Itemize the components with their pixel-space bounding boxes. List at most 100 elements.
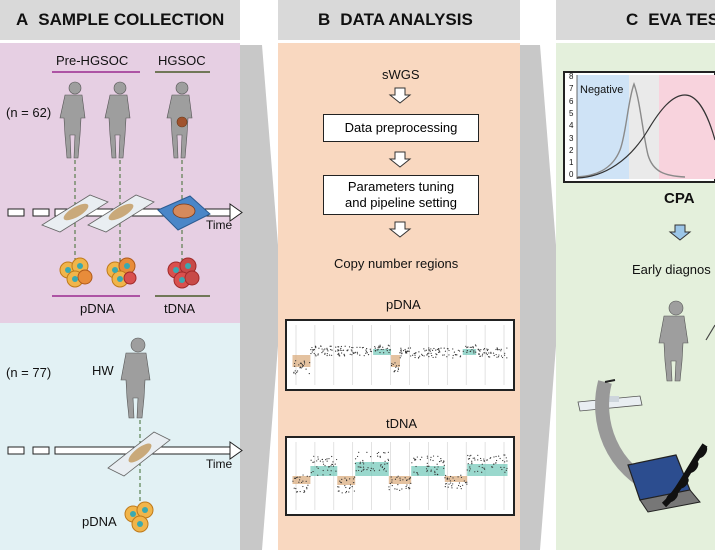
y-tick-label: 7 [569,84,574,94]
copy-number-point [351,354,353,356]
copy-number-point [425,468,428,470]
copy-number-point [303,490,305,492]
copy-number-point [401,488,403,490]
copy-number-point [325,459,327,461]
copy-number-point [440,457,442,460]
copy-number-point [450,482,452,484]
copy-number-point [462,484,464,486]
woman-silhouette-2 [104,81,131,159]
copy-number-point [338,354,340,356]
copy-number-point [448,354,450,356]
pdna-copy-number-plot [292,325,508,385]
copy-number-point [495,462,497,464]
y-tick-label: 2 [569,145,574,155]
tdna-label: tDNA [164,301,196,316]
copy-number-point [322,350,324,352]
copy-number-point [503,354,506,356]
copy-number-point [337,349,339,351]
copy-number-point [307,484,309,486]
tdna-plot-title: tDNA [386,416,418,431]
copy-number-point [324,348,326,350]
copy-number-point [452,357,454,359]
copy-number-point [477,459,479,461]
copy-number-point [295,487,297,490]
copy-number-point [492,352,495,354]
copy-number-point [367,354,370,356]
copy-number-point [447,486,449,488]
copy-number-point [378,469,381,471]
copy-number-point [337,486,339,488]
copy-number-point [330,465,332,467]
copy-number-point [305,368,307,370]
copy-number-point [437,466,439,468]
copy-number-point [416,456,418,458]
copy-number-point [475,351,477,353]
copy-number-point [320,345,322,347]
pdna-plot-title: pDNA [386,297,421,312]
copy-number-point [317,458,319,460]
copy-number-point [477,454,479,456]
copy-number-point [326,460,328,462]
copy-number-point [468,470,471,472]
down-arrow-cpa [668,224,692,241]
copy-number-point [404,348,406,351]
copy-number-point [426,457,429,459]
copy-number-point [479,350,481,352]
copy-number-point [338,486,340,488]
copy-number-point [354,351,356,353]
copy-number-point [498,455,500,457]
copy-number-point [447,348,449,350]
copy-number-point [356,353,359,355]
copy-number-point [389,482,391,485]
copy-number-point [300,362,302,364]
positive-density-curve [576,94,715,179]
copy-number-point [405,485,407,488]
copy-number-point [434,473,436,476]
copy-number-point [436,463,438,465]
copy-number-point [399,357,401,359]
copy-number-segment [310,466,338,476]
y-tick-label: 6 [569,96,574,106]
copy-number-point [394,362,396,364]
copy-number-point [322,463,325,465]
copy-number-point [481,463,483,465]
copy-number-point [428,349,430,352]
copy-number-point [317,456,319,458]
copy-number-point [469,468,471,470]
panel-a-title: SAMPLE COLLECTION [38,10,225,29]
copy-number-point [438,349,440,352]
copy-number-point [506,460,508,462]
copy-number-point [346,350,348,352]
copy-number-point [436,354,438,356]
copy-number-point [349,478,351,480]
copy-number-point [356,351,358,354]
copy-number-point [382,346,384,348]
copy-number-point [376,452,378,455]
copy-number-point [416,472,419,474]
copy-number-point [296,371,298,373]
copy-number-point [352,347,354,349]
copy-number-point [314,346,317,348]
copy-number-point [389,349,391,351]
copy-number-point [396,476,398,478]
blood-slide-2 [87,194,155,233]
copy-number-point [299,479,301,481]
copy-number-segment [391,355,400,367]
copy-number-point [297,476,299,478]
copy-number-point [495,353,497,356]
y-tick-label: 1 [569,158,574,168]
copy-number-point [353,481,355,484]
copy-number-point [479,457,482,460]
copy-number-point [294,373,297,375]
copy-number-point [391,481,393,483]
copy-number-point [467,346,469,348]
copy-number-point [302,474,304,476]
copy-number-point [341,349,343,352]
copy-number-point [319,460,321,462]
early-diagnosis-label: Early diagnos [632,262,711,277]
copy-number-point [386,463,388,465]
copy-number-point [473,350,475,352]
copy-number-point [382,348,384,351]
copy-number-point [496,347,498,349]
copy-number-point [456,487,458,489]
